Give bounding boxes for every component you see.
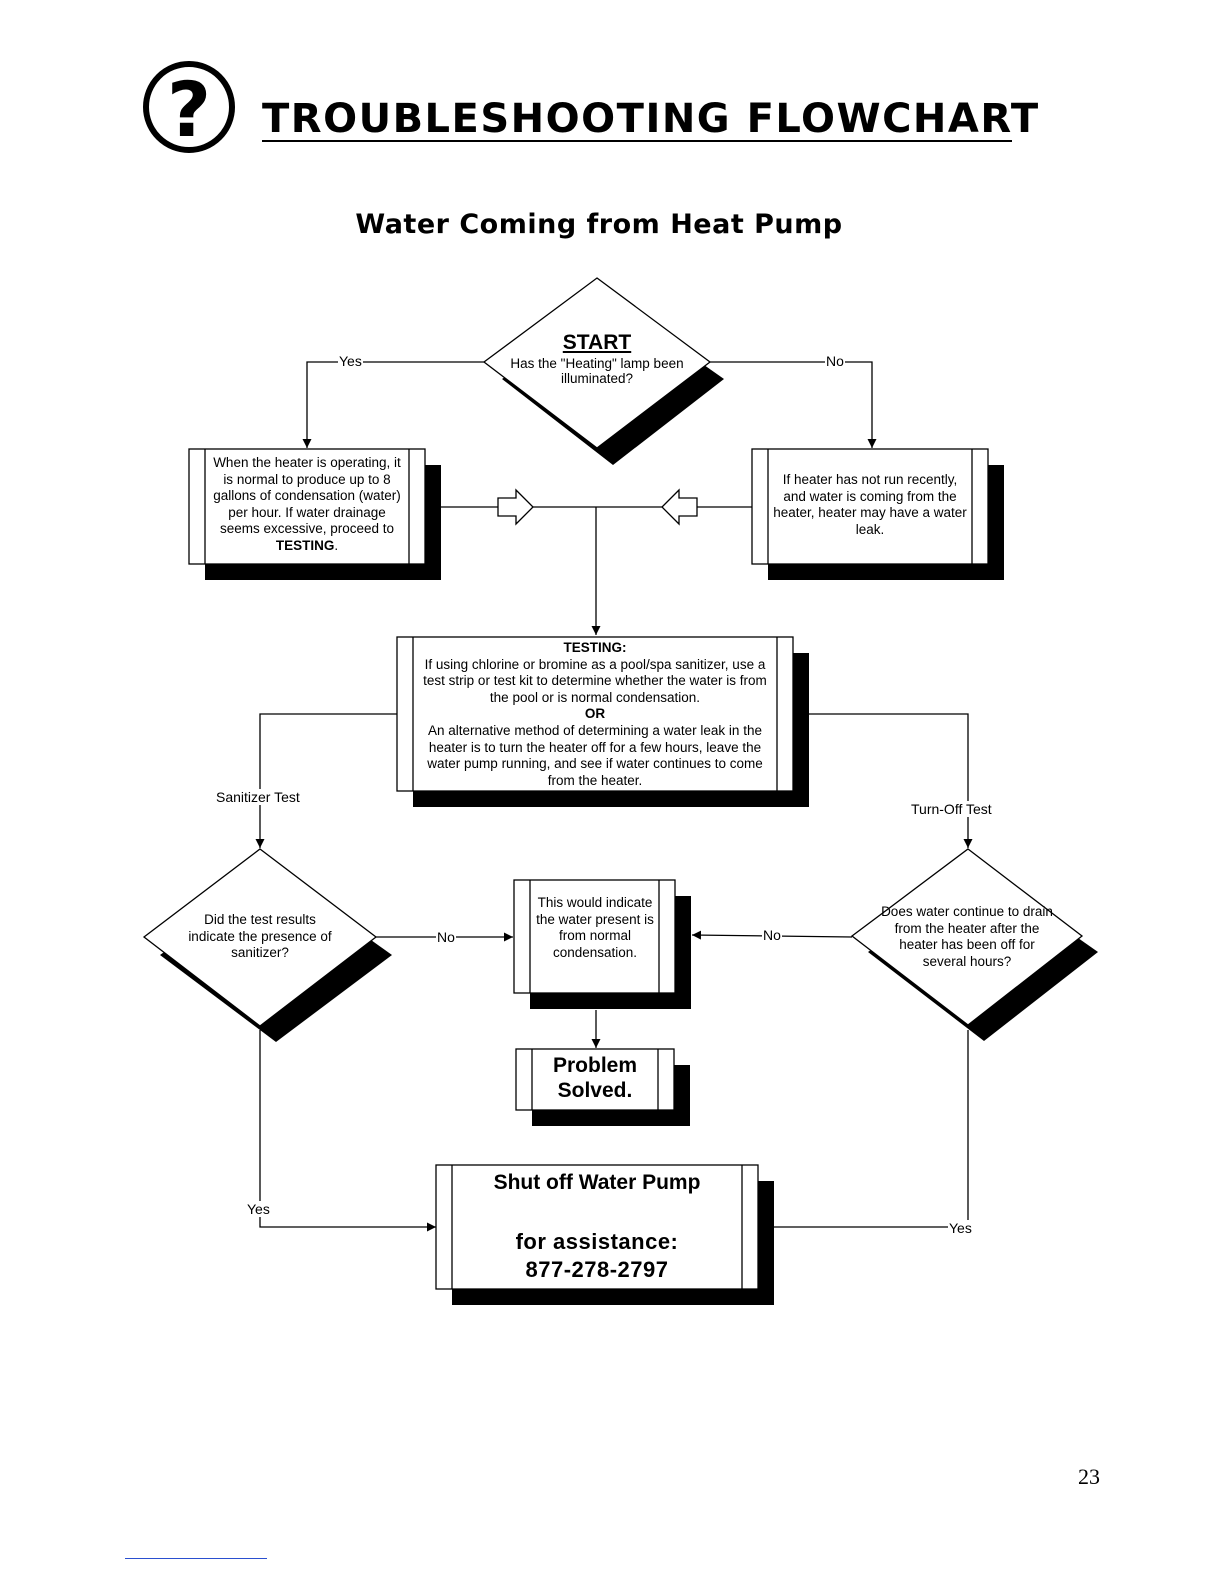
shutoff-line1: Shut off Water Pump <box>493 1171 701 1194</box>
page-number: 23 <box>1078 1464 1100 1489</box>
connector-start-yes <box>302 361 484 448</box>
testing-title: TESTING: <box>563 640 627 655</box>
block-arrow-right <box>497 488 534 526</box>
testing-or: OR <box>584 706 606 722</box>
question-circle-icon: ? <box>143 61 235 154</box>
solved-text: Problem Solved. <box>532 1053 658 1103</box>
connector-turnoff-test <box>809 713 973 848</box>
left-box-testing-ref: TESTING <box>275 537 335 553</box>
label-yes-right: Yes <box>948 1220 973 1236</box>
shutoff-box <box>435 1164 759 1290</box>
solved-box <box>515 1048 675 1111</box>
turnoff-question: Does water continue to drain from the he… <box>881 904 1053 969</box>
block-arrow-left <box>661 488 698 526</box>
label-no-left: No <box>436 929 456 945</box>
testing-para1: If using chlorine or bromine as a pool/s… <box>423 656 767 705</box>
solved-line1: Problem <box>552 1054 638 1077</box>
start-diamond <box>482 277 712 449</box>
shutoff-phone: 877-278-2797 <box>525 1257 669 1282</box>
label-no-right: No <box>762 927 782 943</box>
label-sanitizer-test: Sanitizer Test <box>215 789 301 805</box>
solved-line2: Solved. <box>557 1079 633 1102</box>
label-yes-left: Yes <box>246 1201 271 1217</box>
label-yes-top: Yes <box>338 353 363 369</box>
connector-turnoff-yes <box>743 1030 969 1232</box>
connector-sanitizer-test <box>255 713 397 848</box>
right-box-text: If heater has not run recently, and wate… <box>773 472 967 537</box>
left-box-text: When the heater is operating, it is norm… <box>213 455 401 553</box>
title-underline <box>262 140 1012 142</box>
start-node: START Has the "Heating" lamp been illumi… <box>484 330 710 386</box>
shutoff-line2: for assistance: <box>515 1229 679 1254</box>
turnoff-diamond <box>850 848 1084 1026</box>
label-turnoff-test: Turn-Off Test <box>910 801 993 817</box>
testing-box-text: TESTING: If using chlorine or bromine as… <box>419 640 771 789</box>
label-no-top: No <box>825 353 845 369</box>
testing-para2: An alternative method of determining a w… <box>427 722 763 788</box>
shutoff-text: Shut off Water Pump for assistance: 877-… <box>440 1170 754 1284</box>
condensation-text: This would indicate the water present is… <box>536 895 654 960</box>
svg-text:?: ? <box>167 65 211 154</box>
page-title: TROUBLESHOOTING FLOWCHART <box>262 96 1040 142</box>
footer-rule <box>125 1558 267 1559</box>
right-box <box>751 448 989 565</box>
testing-box <box>396 636 794 792</box>
left-box <box>188 448 426 565</box>
connector-start-no <box>710 361 877 448</box>
sanitizer-diamond <box>142 848 378 1027</box>
start-title: START <box>562 331 632 354</box>
left-box-body: When the heater is operating, it is norm… <box>213 455 401 537</box>
sanitizer-question: Did the test results indicate the presen… <box>188 912 332 961</box>
start-question: Has the "Heating" lamp been illuminated? <box>510 356 684 386</box>
connector-sanitizer-yes <box>259 1030 436 1232</box>
condensation-box <box>513 879 676 994</box>
flowchart-subtitle: Water Coming from Heat Pump <box>355 209 843 240</box>
